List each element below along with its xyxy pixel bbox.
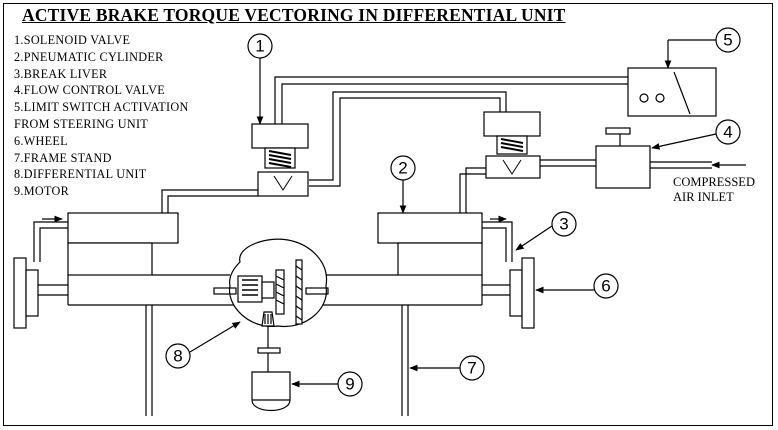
legend-item: 2.PNEUMATIC CYLINDER [14, 49, 164, 64]
limit-switch-box [627, 67, 717, 117]
legend-item: FROM STEERING UNIT [14, 116, 149, 131]
pneumatic-cylinder-left [33, 212, 179, 262]
solenoid-valve-left [251, 123, 309, 197]
callout-number: 5 [723, 31, 732, 50]
callout-number: 8 [173, 347, 182, 366]
callout-number: 9 [345, 375, 354, 394]
legend-item: 9.MOTOR [14, 184, 70, 199]
legend-item: 4.FLOW CONTROL VALVE [14, 83, 166, 98]
compressed-air-inlet-label: COMPRESSED AIR INLET [673, 175, 755, 205]
inlet-label-line: AIR INLET [673, 190, 734, 204]
diagram-border [3, 3, 773, 426]
legend-item: 7.FRAME STAND [14, 150, 112, 165]
legend: 1.SOLENOID VALVE 2.PNEUMATIC CYLINDER 3.… [14, 32, 189, 200]
callout-number: 1 [255, 37, 264, 56]
legend-item: 8.DIFFERENTIAL UNIT [14, 167, 147, 182]
callout-number: 2 [398, 159, 407, 178]
legend-item: 3.BREAK LIVER [14, 66, 108, 81]
solenoid-valve-right [483, 111, 541, 179]
frame-body [36, 242, 512, 306]
diagram-title: ACTIVE BRAKE TORQUE VECTORING IN DIFFERE… [22, 5, 566, 25]
wheel-right [509, 257, 535, 329]
callout-number: 7 [467, 359, 476, 378]
callouts [42, 27, 746, 397]
inlet-label-line: COMPRESSED [673, 175, 755, 189]
callout-number: 3 [559, 215, 568, 234]
motor [251, 371, 291, 411]
legend-item: 6.WHEEL [14, 133, 68, 148]
air-lines [161, 76, 712, 213]
wheel-left [13, 257, 39, 329]
flow-control-valve [595, 127, 651, 189]
differential-unit [213, 238, 329, 372]
callout-number: 4 [723, 123, 732, 142]
callout-number: 6 [601, 277, 610, 296]
legend-item: 5.LIMIT SWITCH ACTIVATION [14, 100, 189, 115]
frame-stand [145, 305, 409, 416]
legend-item: 1.SOLENOID VALVE [14, 33, 131, 47]
